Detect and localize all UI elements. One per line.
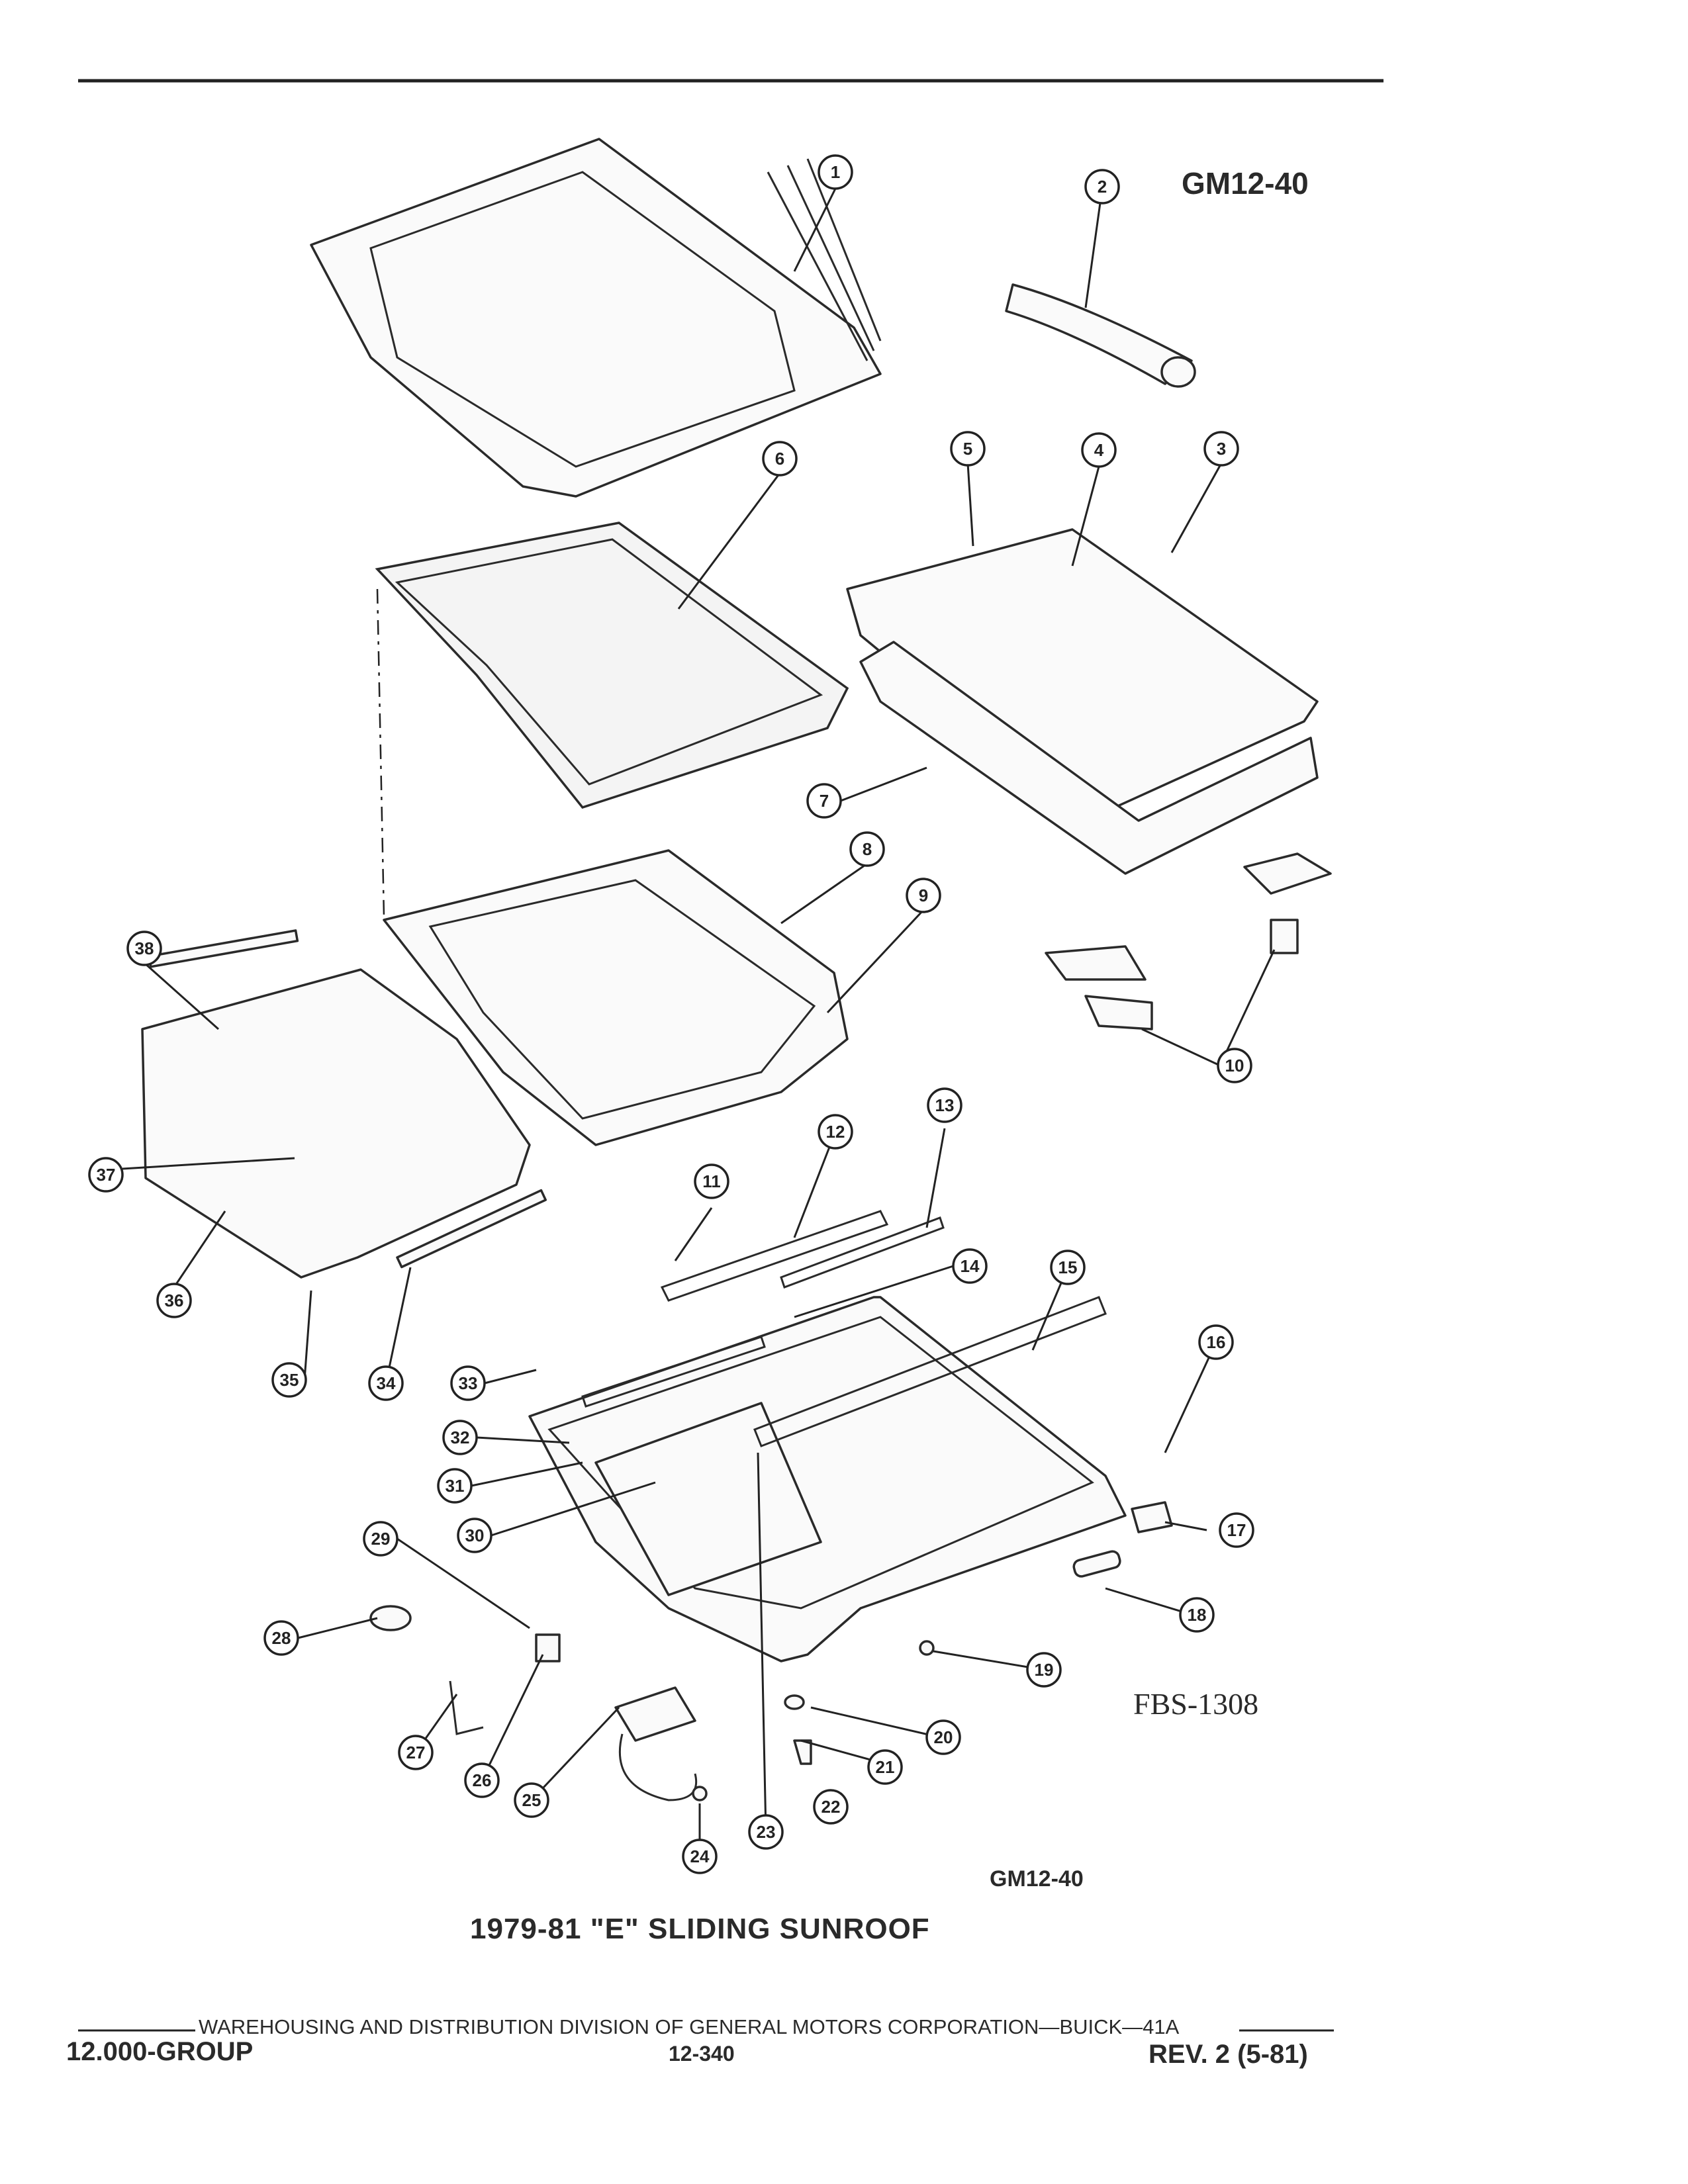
callout-29: 29 xyxy=(363,1521,399,1557)
callout-markers: 1 2 3 4 5 6 7 8 9 10 11 12 13 14 15 16 1… xyxy=(88,154,1254,1874)
callout-22: 22 xyxy=(813,1789,849,1825)
svg-text:33: 33 xyxy=(459,1373,478,1393)
header-diagram-code: GM12-40 xyxy=(1182,166,1309,201)
svg-text:30: 30 xyxy=(465,1525,485,1545)
callout-34: 34 xyxy=(368,1365,404,1401)
svg-text:9: 9 xyxy=(919,886,928,905)
callout-15: 15 xyxy=(1050,1250,1086,1285)
callout-21: 21 xyxy=(867,1749,903,1785)
svg-text:29: 29 xyxy=(371,1529,391,1549)
svg-text:19: 19 xyxy=(1035,1660,1054,1680)
callout-13: 13 xyxy=(927,1087,962,1123)
callout-11: 11 xyxy=(694,1163,729,1199)
footer-group: 12.000-GROUP xyxy=(66,2037,254,2066)
svg-text:27: 27 xyxy=(406,1743,426,1762)
weatherstrip-piece xyxy=(1005,283,1196,388)
footer-division-line: WAREHOUSING AND DISTRIBUTION DIVISION OF… xyxy=(199,2015,1180,2038)
callout-9: 9 xyxy=(906,878,941,913)
callout-16: 16 xyxy=(1198,1324,1234,1360)
track-housing-assembly xyxy=(528,1210,1127,1662)
sunroof-glass-panel xyxy=(375,522,849,809)
callout-25: 25 xyxy=(514,1782,549,1818)
callout-32: 32 xyxy=(442,1420,478,1455)
svg-text:28: 28 xyxy=(272,1628,291,1648)
callout-28: 28 xyxy=(263,1620,299,1656)
svg-text:23: 23 xyxy=(757,1822,776,1842)
roof-panel xyxy=(310,138,882,498)
callout-12: 12 xyxy=(818,1114,853,1150)
callout-36: 36 xyxy=(156,1283,192,1318)
svg-text:18: 18 xyxy=(1188,1605,1207,1625)
svg-text:17: 17 xyxy=(1227,1520,1246,1540)
svg-text:2: 2 xyxy=(1098,177,1107,197)
callout-38: 38 xyxy=(126,931,162,966)
svg-text:8: 8 xyxy=(863,839,872,859)
figure-title: 1979-81 "E" SLIDING SUNROOF xyxy=(470,1913,930,1945)
callout-1: 1 xyxy=(818,154,853,190)
svg-text:3: 3 xyxy=(1217,439,1226,459)
callout-10: 10 xyxy=(1217,1048,1252,1083)
callout-20: 20 xyxy=(925,1719,961,1755)
svg-text:24: 24 xyxy=(690,1846,710,1866)
headliner-panel xyxy=(141,929,547,1279)
callout-23: 23 xyxy=(748,1814,784,1850)
footer-revision: REV. 2 (5-81) xyxy=(1149,2040,1308,2069)
callout-33: 33 xyxy=(450,1365,486,1401)
footer-page-number: 12-340 xyxy=(669,2042,735,2066)
svg-text:37: 37 xyxy=(97,1165,116,1185)
callout-5: 5 xyxy=(950,431,986,467)
svg-text:35: 35 xyxy=(280,1370,299,1390)
callout-4: 4 xyxy=(1081,432,1117,468)
callout-6: 6 xyxy=(762,441,798,477)
sunshade-panel xyxy=(846,528,1319,875)
svg-text:14: 14 xyxy=(961,1256,980,1276)
callout-14: 14 xyxy=(952,1248,988,1284)
small-parts xyxy=(369,1501,1173,1801)
svg-text:11: 11 xyxy=(702,1171,721,1191)
callout-35: 35 xyxy=(271,1362,307,1398)
callout-2: 2 xyxy=(1084,169,1120,205)
drawing-number: FBS-1308 xyxy=(1133,1687,1259,1721)
svg-text:36: 36 xyxy=(165,1291,184,1310)
leader-lines xyxy=(122,188,1276,1856)
callout-19: 19 xyxy=(1026,1652,1062,1688)
svg-text:26: 26 xyxy=(473,1770,492,1790)
callout-31: 31 xyxy=(437,1468,473,1504)
callout-8: 8 xyxy=(849,831,885,867)
svg-text:34: 34 xyxy=(377,1373,396,1393)
svg-text:21: 21 xyxy=(876,1757,895,1777)
svg-text:32: 32 xyxy=(451,1428,470,1447)
callout-17: 17 xyxy=(1219,1512,1254,1548)
svg-text:16: 16 xyxy=(1207,1332,1226,1352)
svg-text:31: 31 xyxy=(445,1476,465,1496)
callout-26: 26 xyxy=(464,1762,500,1798)
callout-18: 18 xyxy=(1179,1597,1215,1633)
svg-text:5: 5 xyxy=(963,439,972,459)
bracket-assembly xyxy=(1045,852,1332,1030)
figure-diagram-code: GM12-40 xyxy=(990,1866,1084,1891)
svg-text:15: 15 xyxy=(1058,1257,1078,1277)
svg-text:1: 1 xyxy=(831,162,840,182)
svg-text:7: 7 xyxy=(820,791,829,811)
svg-text:13: 13 xyxy=(935,1095,955,1115)
callout-7: 7 xyxy=(806,783,842,819)
svg-text:20: 20 xyxy=(934,1727,953,1747)
svg-text:38: 38 xyxy=(135,938,154,958)
callout-24: 24 xyxy=(682,1839,718,1874)
alignment-line xyxy=(376,588,385,917)
svg-text:22: 22 xyxy=(821,1797,841,1817)
callout-27: 27 xyxy=(398,1735,434,1770)
svg-text:25: 25 xyxy=(522,1790,541,1810)
svg-text:6: 6 xyxy=(775,449,784,469)
glass-frame xyxy=(383,849,849,1146)
callout-3: 3 xyxy=(1203,431,1239,467)
svg-text:4: 4 xyxy=(1094,440,1104,460)
svg-text:10: 10 xyxy=(1225,1056,1244,1075)
callout-30: 30 xyxy=(457,1518,492,1553)
callout-37: 37 xyxy=(88,1157,124,1193)
svg-text:12: 12 xyxy=(826,1122,845,1142)
